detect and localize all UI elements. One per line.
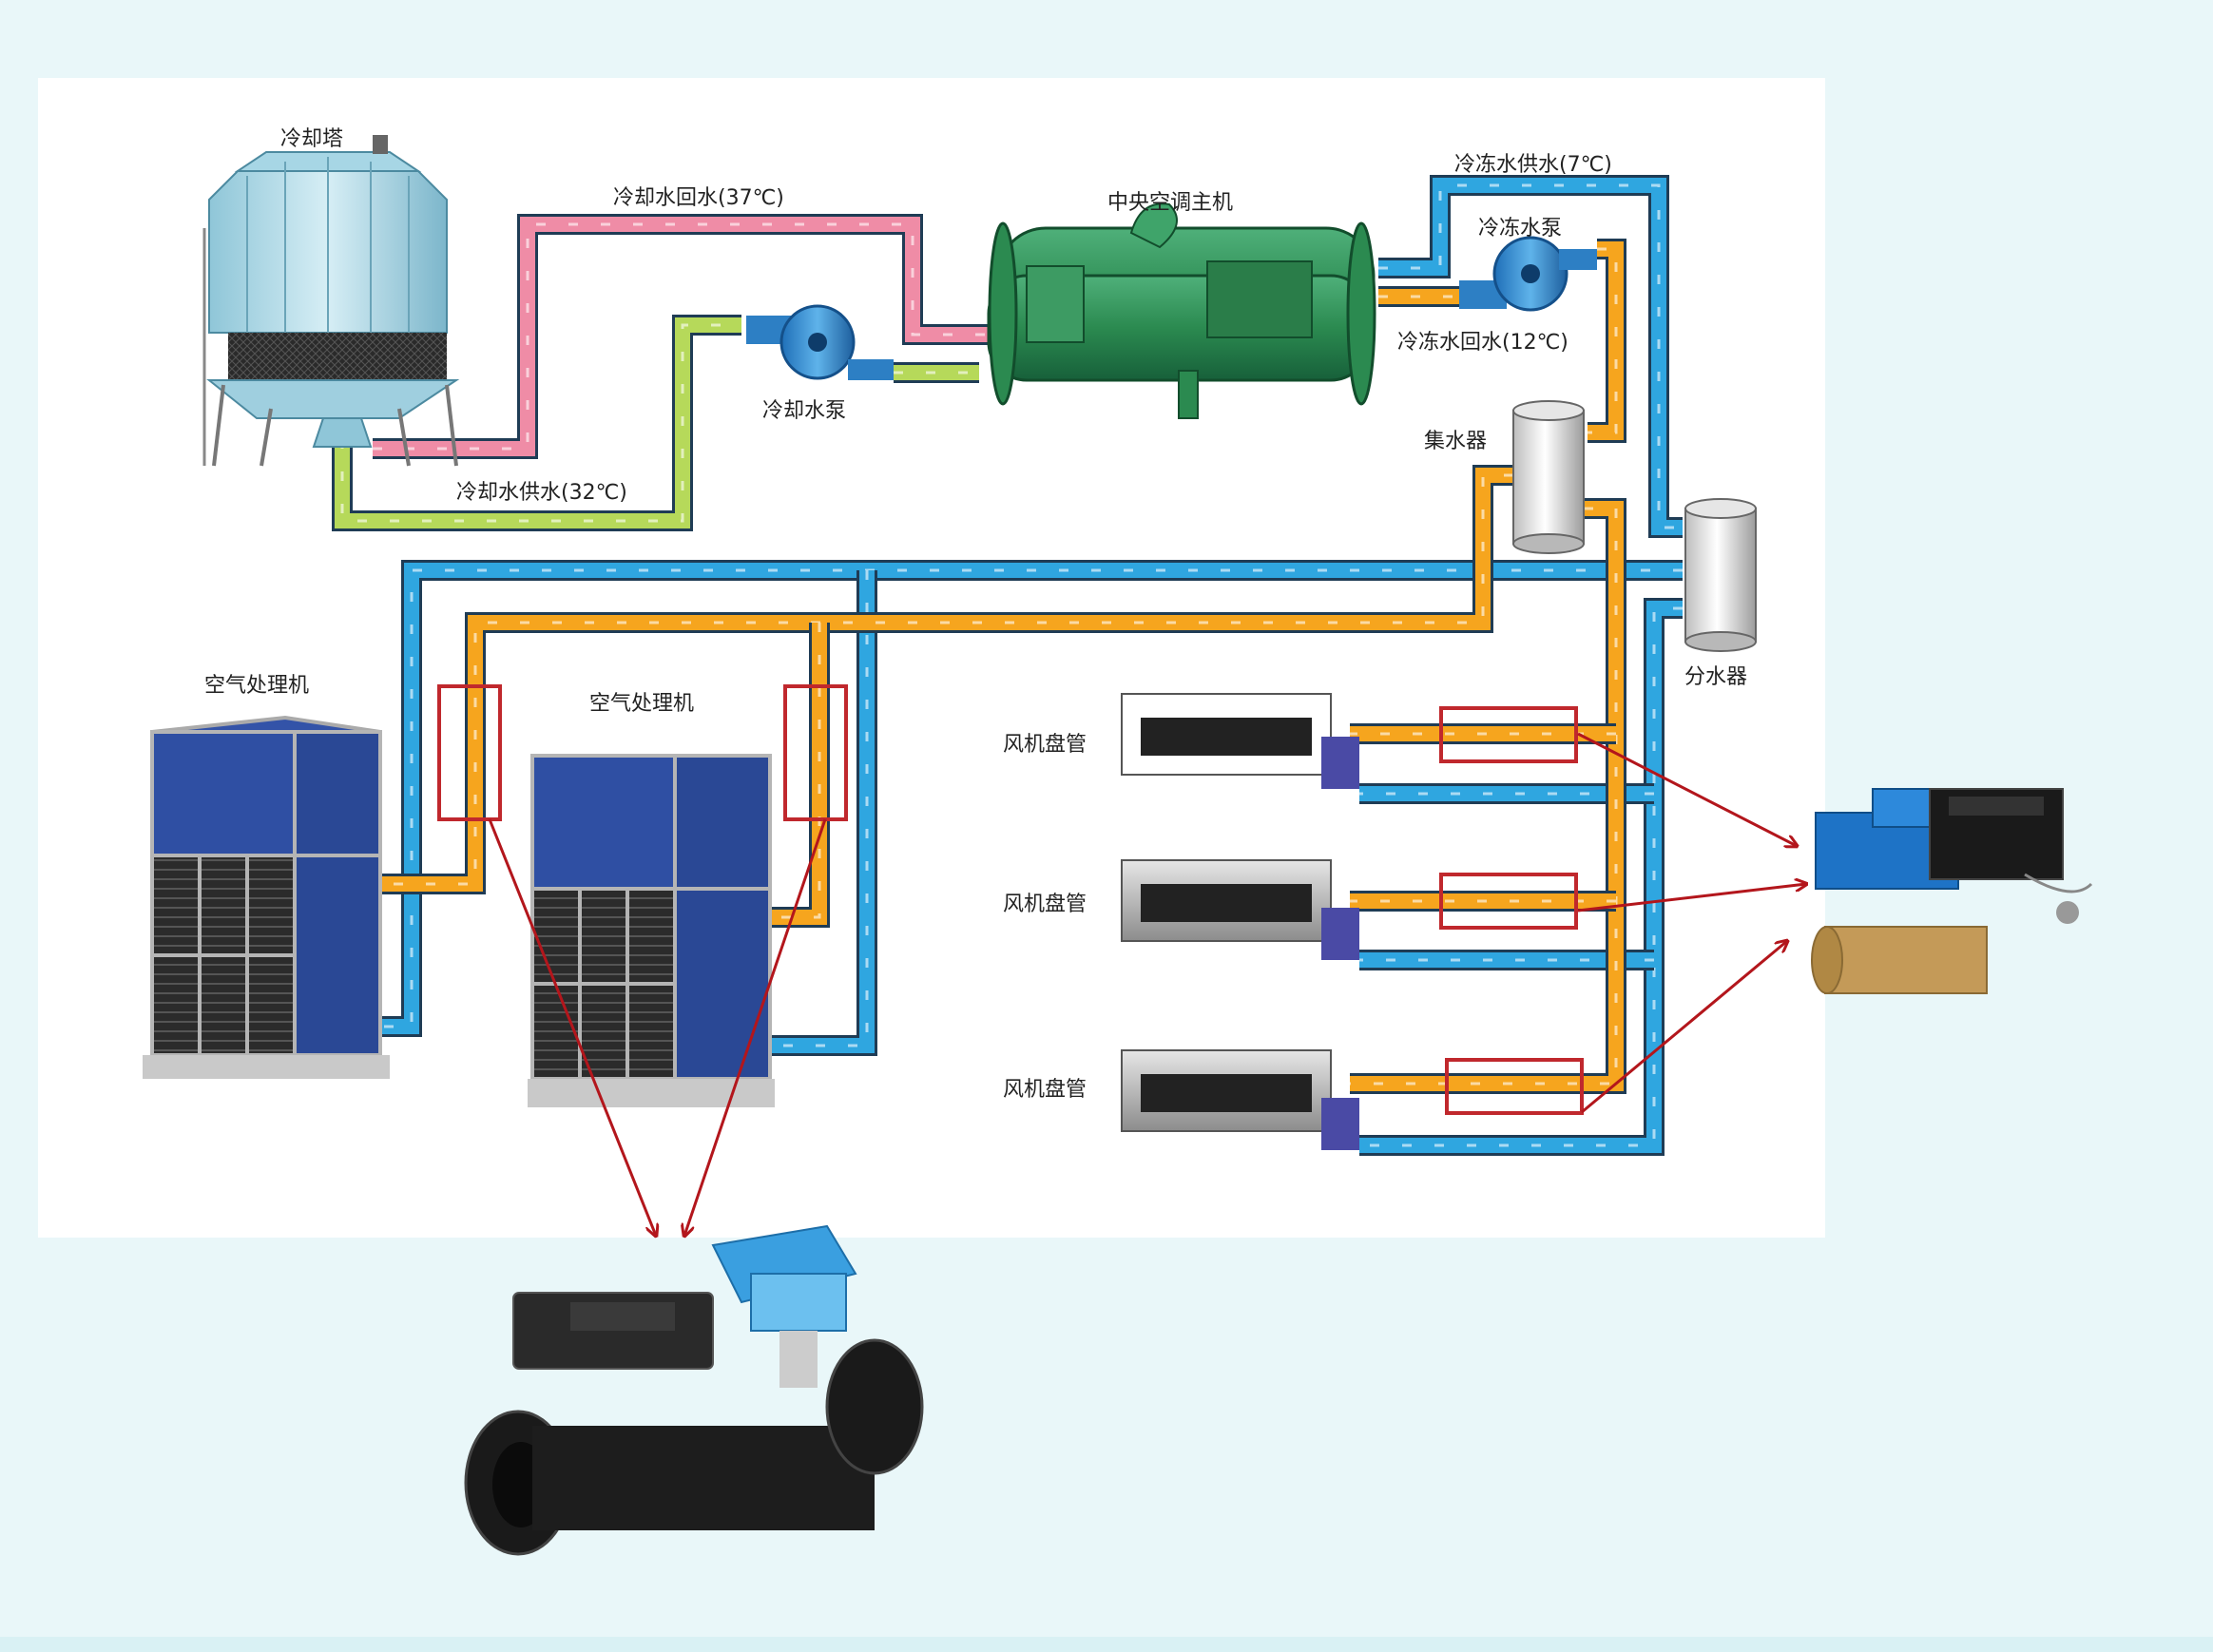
cooling-pump-icon [746,304,894,380]
ahu-1-icon [143,715,390,1079]
highlight-ahu1 [437,684,502,821]
label-ahu1: 空气处理机 [204,674,310,698]
label-fcu2: 风机盘管 [1003,893,1087,916]
cooling-supply-pipe-flow-marks [340,323,741,523]
distributor-tank-icon [1684,498,1757,652]
flange-energy-valve-icon [464,1224,924,1556]
label-cooling-return: 冷却水回水(37℃) [613,186,784,210]
arrow-ahu2-to-valve [684,818,827,1236]
chilled-return-pipe-header [314,468,1513,892]
chilled-return-pipe-riser [1350,501,1624,1091]
label-cooling-supply: 冷却水供水(32℃) [456,481,627,505]
label-chilled-supply: 冷冻水供水(7℃) [1454,153,1612,177]
label-chilled-return: 冷冻水回水(12℃) [1397,331,1568,355]
fcu-2-icon [1121,859,1359,960]
label-chiller: 中央空调主机 [1107,191,1234,215]
chilled-supply-pipe-main [1378,178,1683,535]
fcu-1-icon [1121,693,1359,789]
label-fcu1: 风机盘管 [1003,733,1087,757]
bottom-strip [0,1637,2213,1652]
pointer-arrows [488,732,1806,1236]
arrow-fcu1-to-valve [1577,732,1797,846]
chilled-supply-pipe-riser-flow-marks [1359,606,1683,1147]
highlight-fcu1 [1439,706,1578,763]
ahu-2-icon [528,754,775,1107]
label-distributor: 分水器 [1684,665,1748,689]
label-fcu3: 风机盘管 [1003,1078,1087,1102]
label-chilled-pump: 冷冻水泵 [1478,217,1563,240]
chilled-supply-pipe-riser [1359,601,1683,1153]
chilled-supply-pipe-riser-outline [1359,598,1683,1156]
chiller-unit-icon [987,202,1376,419]
cooling-return-pipe [373,217,989,456]
label-collector: 集水器 [1424,430,1488,453]
arrow-fcu3-to-valve [1581,941,1787,1114]
highlight-fcu2 [1439,873,1578,930]
valve-highlight-boxes [437,684,1584,1115]
pipe-network [314,175,1683,1156]
highlight-fcu3 [1445,1058,1584,1115]
cooling-tower-icon [202,135,460,467]
label-ahu2: 空气处理机 [589,692,695,716]
chilled-pump-icon [1459,236,1597,312]
label-cooling-tower: 冷却塔 [280,127,344,151]
label-cooling-pump: 冷却水泵 [762,399,847,423]
fcu-3-icon [1121,1049,1359,1150]
chilled-return-pipe-main-flow-marks [1378,247,1618,434]
collector-tank-icon [1512,400,1585,554]
threaded-energy-valve-icon [1811,788,2093,994]
chilled-return-pipe-header-outline [314,465,1513,894]
highlight-ahu2 [783,684,848,821]
arrow-fcu2-to-valve [1577,884,1806,912]
arrow-ahu1-to-valve [488,818,656,1236]
chilled-return-pipe-header-flow-marks [314,473,1513,886]
